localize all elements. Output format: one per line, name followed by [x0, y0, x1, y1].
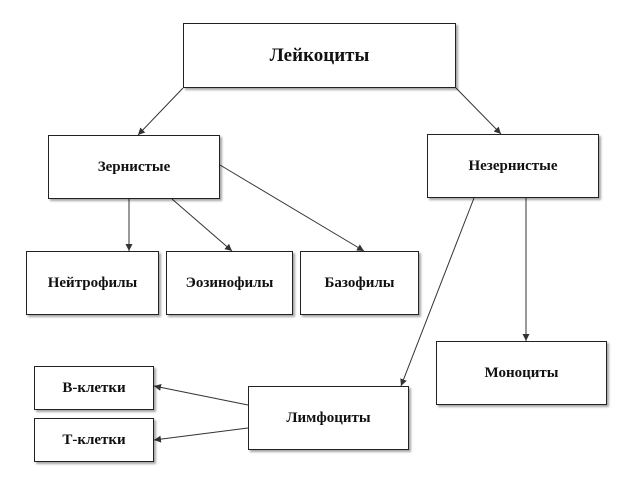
node-lymphocytes-label: Лимфоциты [286, 409, 371, 426]
node-agranular: Незернистые [427, 134, 599, 198]
arrow-granular-to-eosinophils [171, 198, 233, 252]
node-leukocytes: Лейкоциты [183, 23, 456, 88]
node-lymphocytes: Лимфоциты [248, 386, 409, 450]
node-monocytes: Моноциты [436, 341, 607, 405]
arrow-lymphocytes-to-t_cells [153, 427, 249, 443]
arrow-leukocytes-to-agranular [455, 87, 502, 135]
arrow-agranular-to-lymphocytes [400, 197, 475, 387]
node-b-cells: В-клетки [34, 366, 154, 410]
node-agranular-label: Незернистые [468, 157, 558, 174]
node-neutrophils: Нейтрофилы [26, 251, 159, 315]
node-t-cells: Т-клетки [34, 418, 154, 462]
node-neutrophils-label: Нейтрофилы [47, 274, 138, 291]
node-basophils: Базофилы [300, 251, 419, 315]
node-eosinophils-label: Эозинофилы [185, 274, 274, 291]
node-granular: Зернистые [48, 135, 220, 199]
arrow-lymphocytes-to-b_cells [153, 383, 249, 406]
node-t-cells-label: Т-клетки [62, 431, 126, 448]
node-eosinophils: Эозинофилы [166, 251, 293, 315]
arrow-leukocytes-to-granular [137, 87, 184, 136]
node-leukocytes-label: Лейкоциты [269, 44, 370, 66]
arrow-granular-to-basophils [219, 164, 365, 252]
node-basophils-label: Базофилы [324, 274, 395, 291]
node-monocytes-label: Моноциты [484, 364, 559, 381]
node-granular-label: Зернистые [97, 158, 171, 175]
node-b-cells-label: В-клетки [62, 379, 126, 396]
